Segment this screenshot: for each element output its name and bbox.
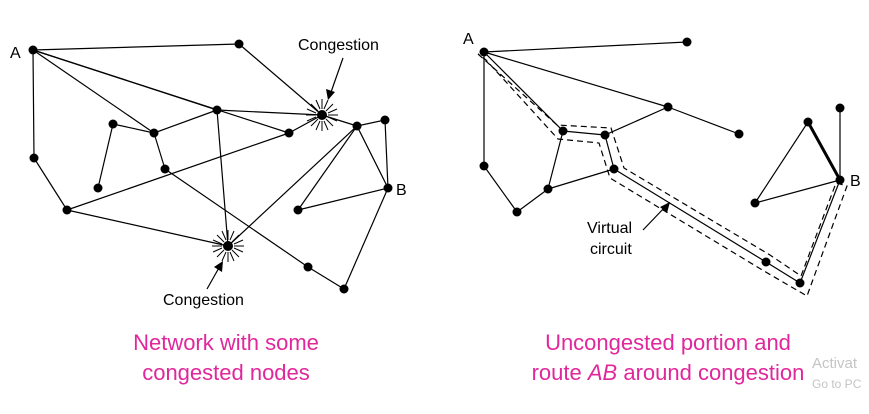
left-network: A B Congestion Congestion (10, 37, 407, 309)
congestion-burst-bottom (212, 230, 244, 262)
right-node-b-label: B (850, 173, 861, 190)
congestion-arrow-top (326, 57, 344, 100)
left-edges (32, 43, 389, 290)
right-caption-line1: Uncongested portion and (545, 330, 791, 355)
virtual-circuit-arrow (642, 202, 670, 231)
left-node-b-label: B (396, 182, 407, 199)
congestion-label-bottom: Congestion (163, 292, 244, 309)
right-caption-post: around congestion (617, 360, 804, 385)
right-caption-em: AB (586, 360, 617, 385)
congestion-label-top: Congestion (298, 37, 379, 54)
left-node-a-label: A (10, 45, 21, 62)
watermark-line2: Go to PC (812, 377, 862, 391)
virtual-circuit-route (477, 53, 848, 297)
congestion-arrow-bottom (206, 261, 223, 290)
congestion-burst-top (306, 99, 338, 131)
right-node-a-label: A (463, 31, 474, 48)
left-nodes (28, 39, 393, 294)
right-caption-line2: route AB around congestion (532, 360, 805, 385)
virtual-circuit-label-line1: Virtual (587, 220, 632, 237)
left-caption-line2: congested nodes (142, 360, 310, 385)
left-caption-line1: Network with some (133, 330, 319, 355)
right-edges (483, 41, 842, 284)
virtual-circuit-label-line2: circuit (590, 241, 632, 258)
right-nodes (479, 37, 845, 288)
right-caption-pre: route (532, 360, 588, 385)
watermark-line1: Activat (812, 355, 858, 372)
right-network: A B Virtual circuit (463, 31, 861, 297)
